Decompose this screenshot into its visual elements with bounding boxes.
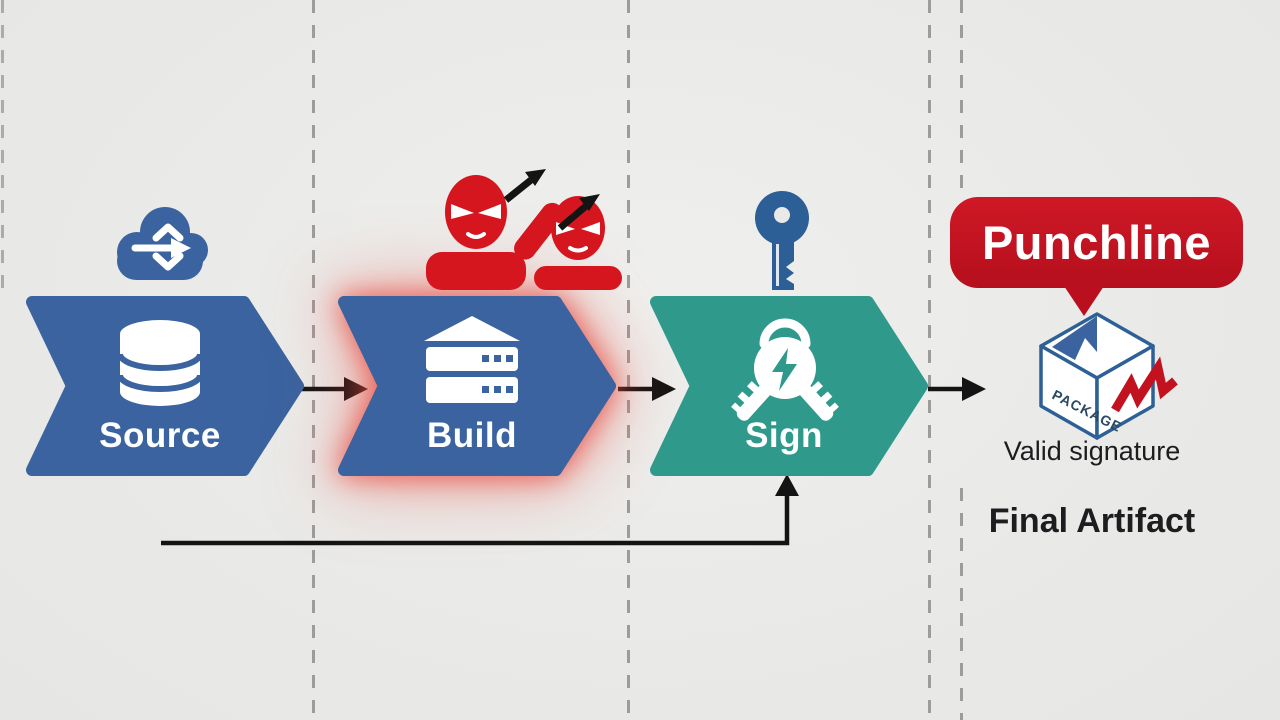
dashed-separator-1: [312, 0, 315, 720]
build-server-icon: [424, 316, 520, 403]
stage-build: Build: [332, 296, 617, 476]
exfiltration-arrows: [503, 169, 600, 231]
dashed-separator-3: [928, 0, 931, 720]
dashed-separator-left-edge: [1, 0, 4, 290]
key-icon: [755, 191, 809, 290]
bypass-arrow-to-sign: [161, 474, 799, 546]
dashed-separator-2: [627, 0, 630, 720]
stage-sign: Sign: [644, 296, 929, 476]
arrow-build-to-sign: [618, 377, 676, 401]
signing-keys-lock-icon: [731, 318, 839, 421]
arrow-sign-to-artifact: [928, 377, 986, 401]
package-box-icon: PACKAGE: [1039, 312, 1178, 440]
final-artifact-title: Final Artifact: [988, 502, 1196, 540]
dashed-separator-4-bottom: [960, 488, 963, 720]
stage-source: Source: [20, 296, 305, 476]
red-signature-scribble-icon: [1111, 356, 1178, 413]
source-label: Source: [99, 416, 221, 455]
punchline-label: Punchline: [981, 216, 1212, 269]
sign-label: Sign: [745, 416, 823, 455]
dashed-separator-4-top: [960, 0, 963, 192]
package-flap: [1052, 316, 1097, 360]
punchline-callout-tail: [1062, 283, 1106, 316]
punchline-callout: Punchline: [950, 197, 1243, 288]
cloud-transfer-icon: [117, 207, 208, 280]
attackers-icon: [426, 169, 622, 290]
build-label: Build: [427, 416, 517, 455]
database-icon: [118, 320, 202, 406]
valid-signature-caption: Valid signature: [1003, 436, 1181, 466]
